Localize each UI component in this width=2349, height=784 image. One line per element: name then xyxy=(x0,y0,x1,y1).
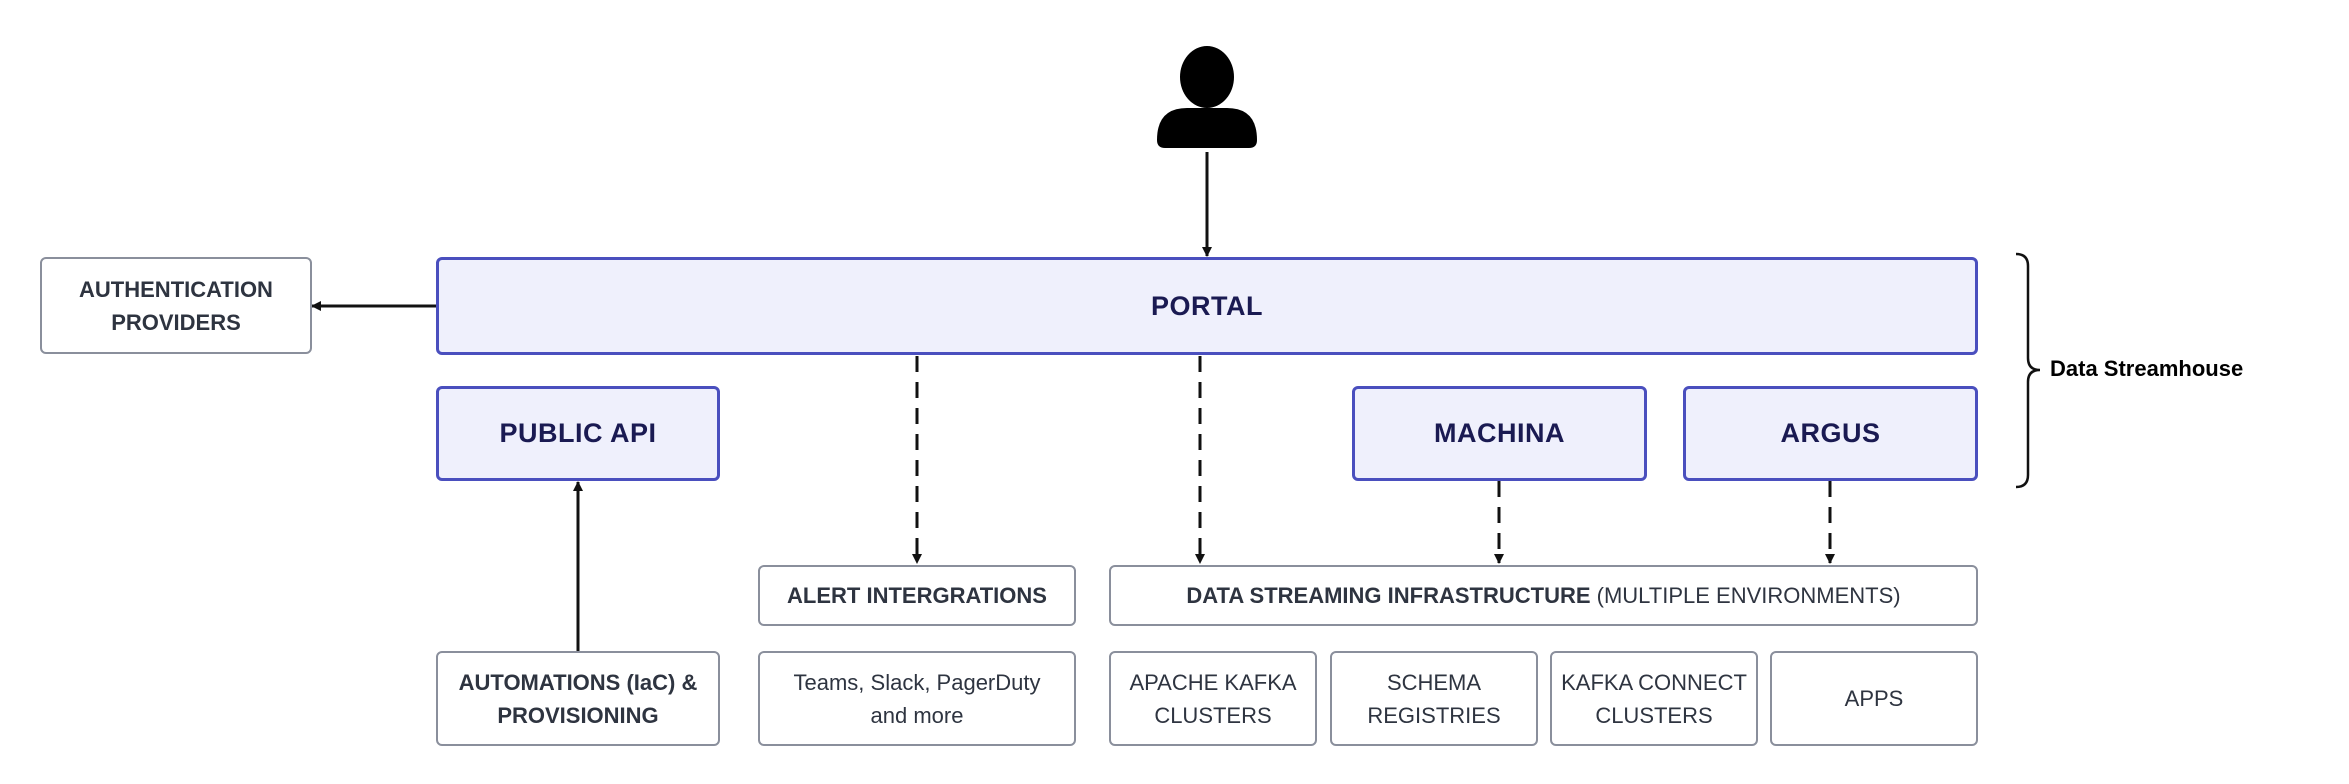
auth-line-1: AUTHENTICATION xyxy=(79,276,273,302)
portal-box: PORTAL xyxy=(436,257,1978,355)
alert-examples-box: Teams, Slack, PagerDuty and more xyxy=(758,651,1076,746)
public-api-box: PUBLIC API xyxy=(436,386,720,481)
authentication-providers-box: AUTHENTICATION PROVIDERS xyxy=(40,257,312,354)
alert-examples-line-2: and more xyxy=(870,702,964,728)
portal-label: PORTAL xyxy=(1151,290,1263,321)
schema-line-1: SCHEMA xyxy=(1386,669,1482,695)
automations-line-1: AUTOMATIONS (IaC) & xyxy=(458,669,698,695)
kafka-line-1: APACHE KAFKA xyxy=(1129,669,1297,695)
kafka-clusters-box: APACHE KAFKA CLUSTERS xyxy=(1109,651,1317,746)
connect-line-2: CLUSTERS xyxy=(1595,702,1713,728)
argus-box: ARGUS xyxy=(1683,386,1978,481)
kafka-connect-box: KAFKA CONNECT CLUSTERS xyxy=(1550,651,1758,746)
infrastructure-title: DATA STREAMING INFRASTRUCTURE xyxy=(1186,583,1591,608)
apps-box: APPS xyxy=(1770,651,1978,746)
public-api-label: PUBLIC API xyxy=(499,418,657,448)
argus-label: ARGUS xyxy=(1780,418,1881,448)
data-streamhouse-brace xyxy=(2015,252,2041,489)
kafka-line-2: CLUSTERS xyxy=(1154,702,1272,728)
alert-integrations-label: ALERT INTERGRATIONS xyxy=(787,583,1047,608)
data-streamhouse-label: Data Streamhouse xyxy=(2050,356,2244,381)
automations-line-2: PROVISIONING xyxy=(497,702,659,728)
auth-line-2: PROVIDERS xyxy=(111,309,241,335)
schema-line-2: REGISTRIES xyxy=(1367,702,1501,728)
alert-examples-line-1: Teams, Slack, PagerDuty xyxy=(793,669,1041,695)
apps-label: APPS xyxy=(1844,686,1904,711)
infrastructure-qualifier: (MULTIPLE ENVIRONMENTS) xyxy=(1596,583,1901,608)
schema-registries-box: SCHEMA REGISTRIES xyxy=(1330,651,1538,746)
connect-line-1: KAFKA CONNECT xyxy=(1561,669,1747,695)
user-icon xyxy=(1157,46,1257,148)
infrastructure-box: DATA STREAMING INFRASTRUCTURE (MULTIPLE … xyxy=(1109,565,1978,626)
machina-box: MACHINA xyxy=(1352,386,1647,481)
automations-box: AUTOMATIONS (IaC) & PROVISIONING xyxy=(436,651,720,746)
machina-label: MACHINA xyxy=(1434,418,1565,448)
alert-integrations-box: ALERT INTERGRATIONS xyxy=(758,565,1076,626)
